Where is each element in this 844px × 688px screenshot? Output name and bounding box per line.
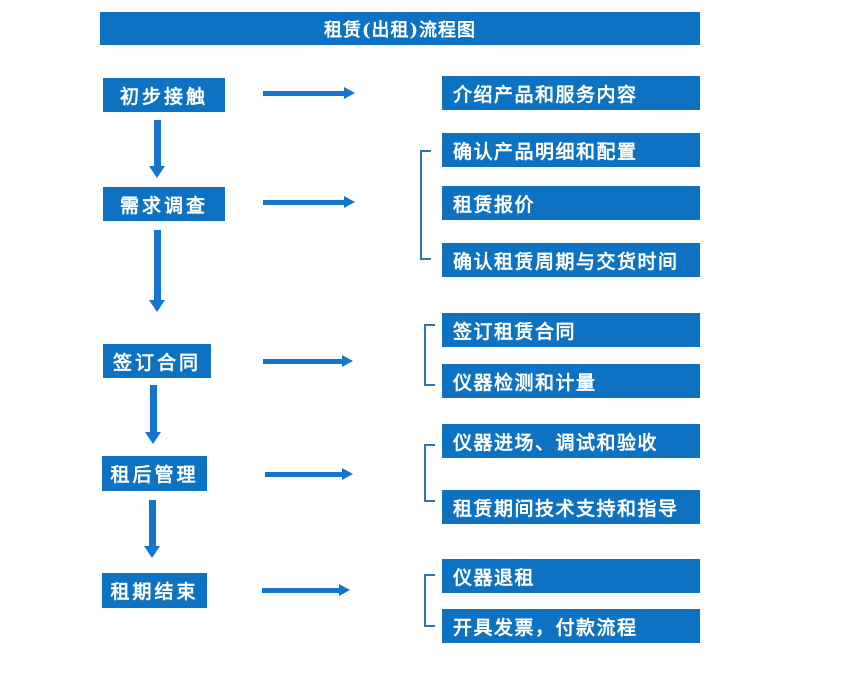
- right-arrow-shaft: [263, 359, 342, 364]
- detail-box-intro-products: 介绍产品和服务内容: [442, 76, 700, 110]
- detail-box-invoice-payment: 开具发票，付款流程: [442, 609, 700, 643]
- step-box-sign-contract: 签订合同: [103, 344, 211, 378]
- right-arrow-head: [342, 355, 353, 367]
- bracket-connector-post-rental: [424, 444, 435, 502]
- right-arrow-shaft: [262, 588, 339, 593]
- detail-box-instrument-testing: 仪器检测和计量: [442, 364, 700, 398]
- detail-box-instrument-return: 仪器退租: [442, 559, 700, 593]
- detail-box-confirm-cycle-delivery: 确认租赁周期与交货时间: [442, 243, 700, 277]
- right-arrow-shaft: [265, 472, 342, 477]
- down-arrow-shaft: [150, 385, 157, 432]
- right-arrow-head: [342, 468, 353, 480]
- down-arrow-shaft: [154, 120, 161, 166]
- bracket-connector-demand-survey: [420, 150, 431, 260]
- step-box-post-rental-management: 租后管理: [102, 456, 207, 491]
- right-arrow-shaft: [263, 200, 344, 205]
- right-arrow-head: [339, 584, 350, 596]
- flowchart-title: 租赁(出租)流程图: [100, 12, 700, 45]
- bracket-connector-lease-end: [424, 574, 435, 627]
- detail-box-sign-rental-contract: 签订租赁合同: [442, 313, 700, 347]
- step-box-initial-contact: 初步接触: [103, 78, 225, 112]
- detail-box-rental-quote: 租赁报价: [442, 186, 700, 220]
- down-arrow-head: [145, 432, 161, 444]
- detail-box-confirm-details-config: 确认产品明细和配置: [442, 133, 700, 167]
- down-arrow-shaft: [154, 230, 161, 300]
- step-box-lease-end: 租期结束: [102, 573, 207, 608]
- down-arrow-head: [149, 166, 165, 178]
- down-arrow-head: [144, 546, 160, 558]
- detail-box-instrument-setup-acceptance: 仪器进场、调试和验收: [442, 424, 700, 458]
- right-arrow-head: [344, 196, 355, 208]
- down-arrow-shaft: [149, 500, 156, 546]
- down-arrow-head: [149, 300, 165, 312]
- step-box-demand-survey: 需求调查: [103, 187, 225, 221]
- right-arrow-head: [344, 87, 355, 99]
- bracket-connector-sign-contract: [424, 324, 435, 386]
- detail-box-tech-support: 租赁期间技术支持和指导: [442, 490, 700, 524]
- right-arrow-shaft: [263, 91, 344, 96]
